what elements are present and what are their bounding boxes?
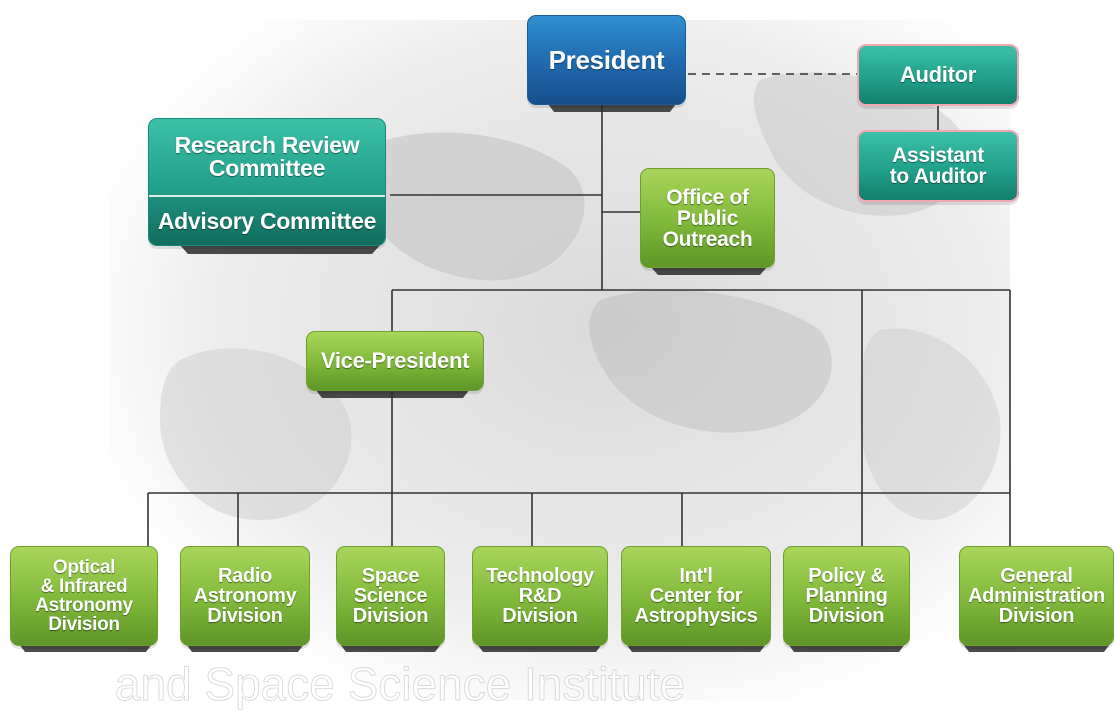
- division-intl-line-3: Astrophysics: [634, 605, 758, 627]
- assistant-auditor-line-2: to Auditor: [889, 165, 987, 188]
- assistant-auditor-box: Assistant to Auditor: [857, 130, 1019, 202]
- public-outreach-box: Office of Public Outreach: [640, 168, 775, 268]
- division-space-line-1: Space: [361, 565, 420, 587]
- division-policy-line-3: Division: [808, 605, 885, 627]
- division-policy-line-1: Policy &: [808, 565, 885, 587]
- watermark-text: and Space Science Institute: [115, 658, 685, 710]
- division-space-science-box: Space Science Division: [336, 546, 445, 646]
- division-technology-line-2: R&D: [518, 585, 562, 607]
- division-general-line-3: Division: [998, 605, 1075, 627]
- vice-president-label: Vice-President: [320, 348, 470, 373]
- division-radio-line-1: Radio: [217, 565, 273, 587]
- assistant-auditor-line-1: Assistant: [892, 144, 984, 167]
- division-space-line-3: Division: [352, 605, 429, 627]
- division-general-line-2: Administration: [968, 585, 1105, 607]
- division-optical-line-4: Division: [48, 614, 120, 635]
- division-general-administration-box: General Administration Division: [959, 546, 1114, 646]
- division-intl-line-1: Int'l: [679, 565, 713, 587]
- division-optical-line-3: Astronomy: [35, 595, 133, 616]
- committee-box: Research Review Committee Advisory Commi…: [148, 118, 386, 246]
- division-radio-line-3: Division: [207, 605, 283, 627]
- division-general-line-1: General: [1000, 565, 1073, 587]
- advisory-committee-section: Advisory Committee: [149, 195, 385, 245]
- division-technology-line-1: Technology: [486, 565, 594, 587]
- division-policy-planning-box: Policy & Planning Division: [783, 546, 910, 646]
- division-intl-line-2: Center for: [649, 585, 743, 607]
- auditor-label: Auditor: [899, 62, 977, 87]
- division-space-line-2: Science: [353, 585, 428, 607]
- president-box: President: [527, 15, 686, 105]
- division-policy-line-2: Planning: [805, 585, 888, 607]
- public-outreach-line-2: Public: [676, 206, 739, 230]
- division-optical-line-2: & Infrared: [40, 576, 128, 597]
- public-outreach-line-1: Office of: [666, 185, 749, 209]
- research-review-line-1: Research Review: [174, 132, 360, 158]
- division-technology-rd-box: Technology R&D Division: [472, 546, 608, 646]
- box-base-shadows: [19, 104, 1110, 652]
- vice-president-box: Vice-President: [306, 331, 484, 391]
- division-radio-astronomy-box: Radio Astronomy Division: [180, 546, 310, 646]
- division-radio-line-2: Astronomy: [193, 585, 297, 607]
- division-optical-infrared-box: Optical & Infrared Astronomy Division: [10, 546, 158, 646]
- president-label: President: [548, 45, 665, 75]
- connector-lines: [147, 73, 1011, 548]
- research-review-section: Research Review Committee: [149, 119, 385, 195]
- research-review-line-2: Committee: [208, 155, 326, 181]
- division-optical-line-1: Optical: [52, 557, 116, 578]
- division-technology-line-3: Division: [502, 605, 578, 627]
- public-outreach-line-3: Outreach: [662, 227, 753, 251]
- auditor-box: Auditor: [857, 44, 1019, 106]
- advisory-committee-label: Advisory Committee: [157, 207, 377, 234]
- division-intl-center-box: Int'l Center for Astrophysics: [621, 546, 771, 646]
